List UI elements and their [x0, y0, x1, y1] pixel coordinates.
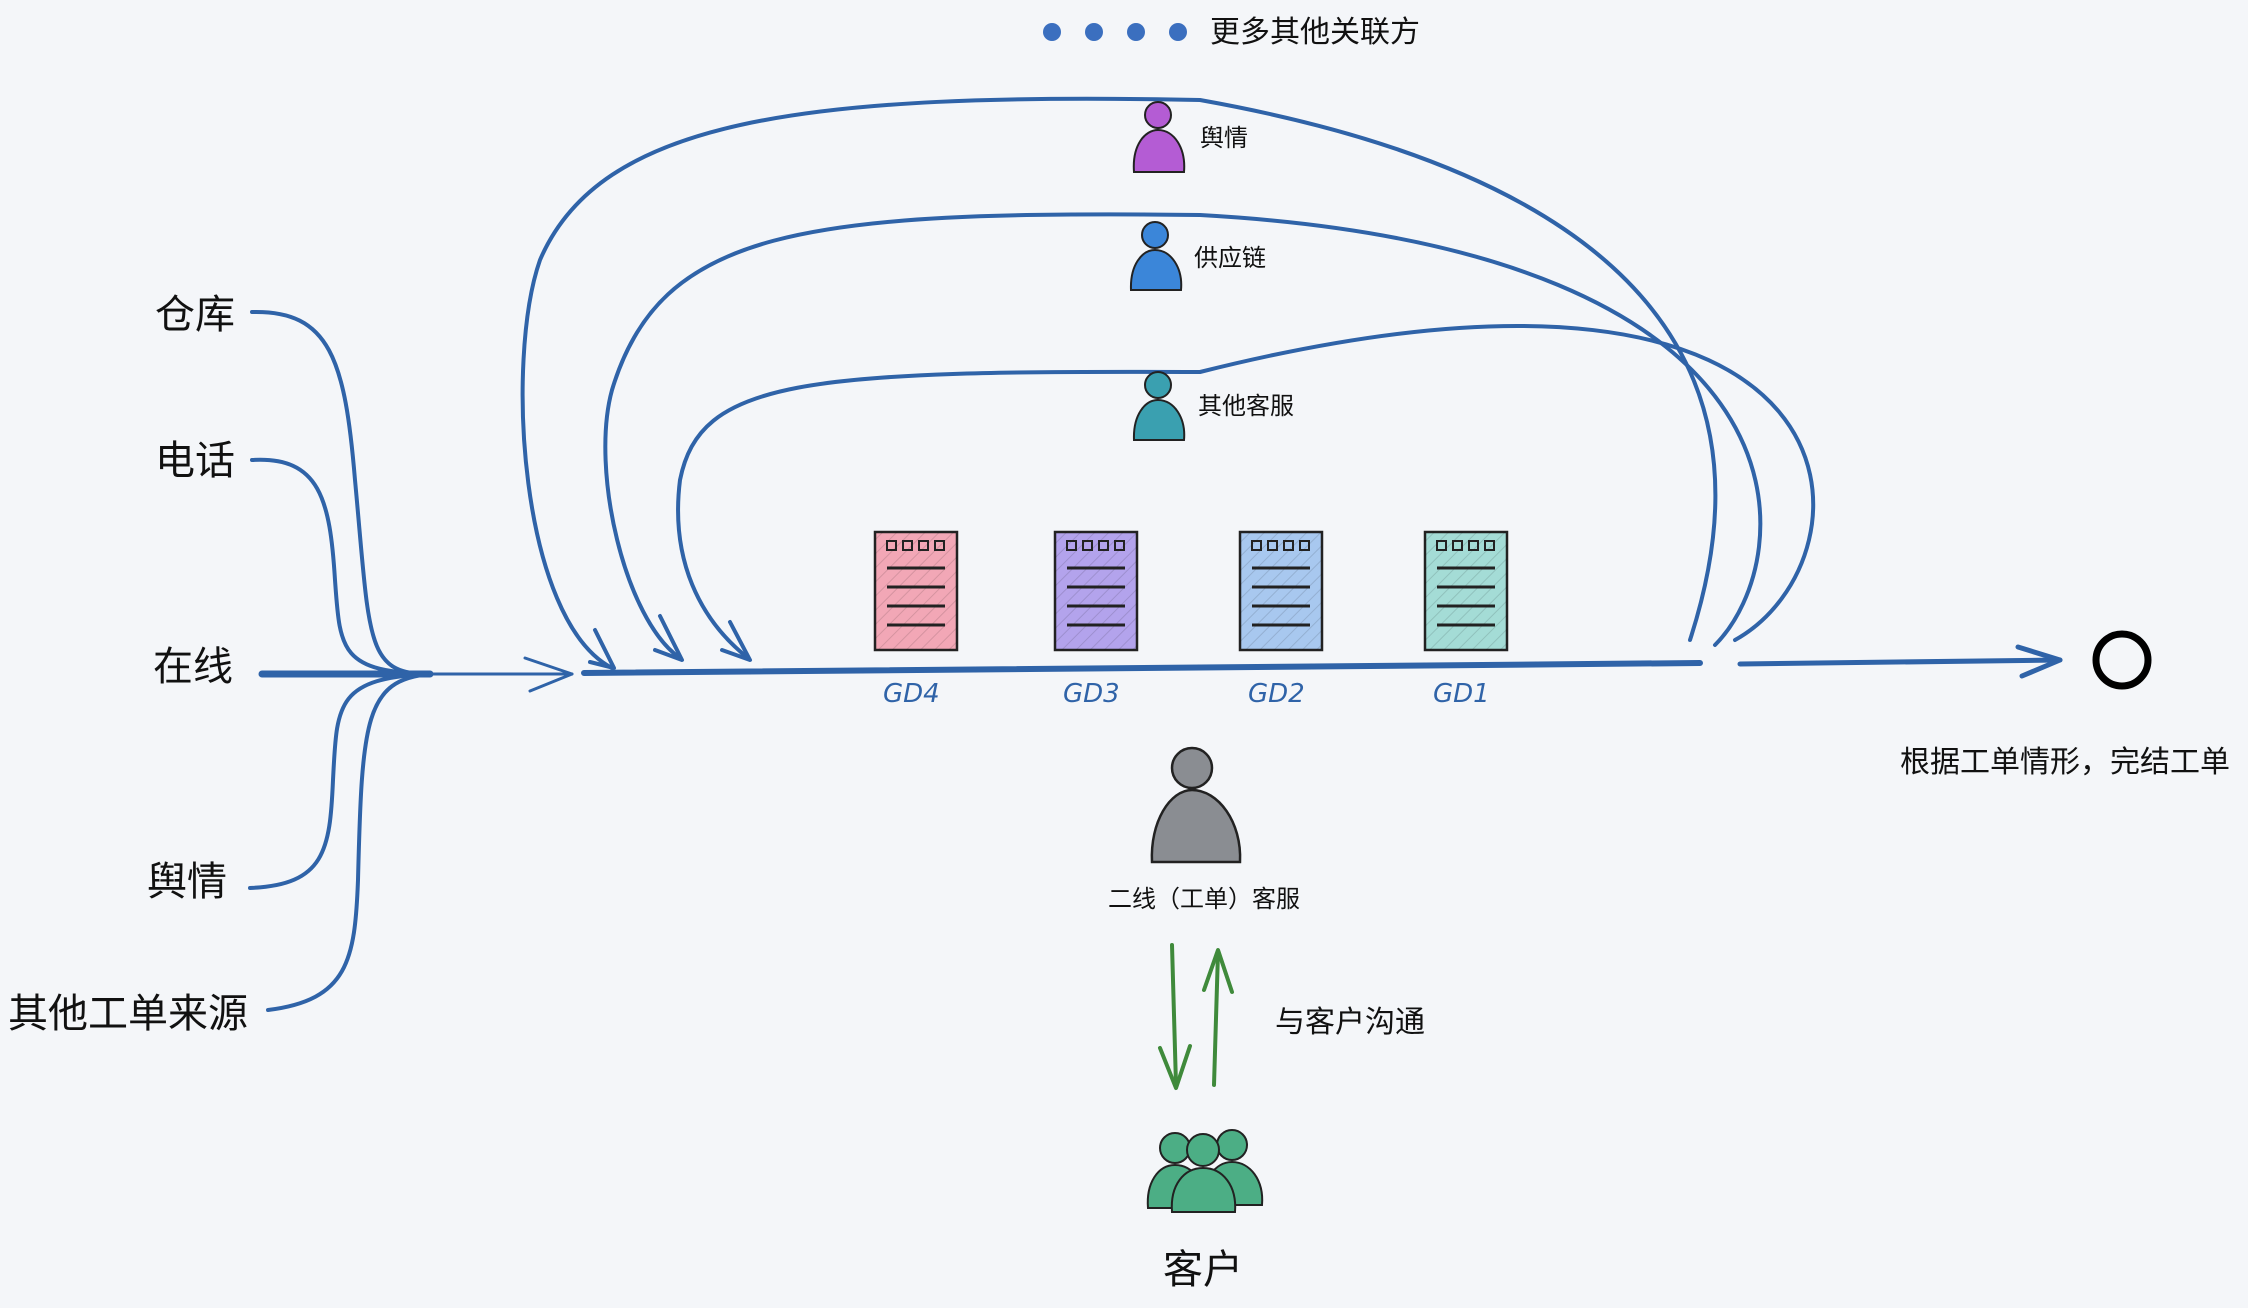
end-label: 根据工单情形，完结工单 — [1900, 745, 2230, 780]
ticket-checkbox — [1299, 540, 1310, 551]
comm-up-line — [1212, 950, 1220, 1087]
source-flow-lines — [248, 309, 574, 1012]
source-online-label: 在线 — [153, 644, 233, 690]
communicate-label: 与客户沟通 — [1275, 1005, 1425, 1040]
ticket-gd3: GD3 — [1053, 530, 1139, 709]
sentiment-curve — [248, 672, 432, 890]
party-supply-head-icon — [1141, 221, 1169, 249]
source-warehouse-label: 仓库 — [155, 292, 235, 338]
ticket-checkbox — [1114, 540, 1125, 551]
ticket-checkbox — [1267, 540, 1278, 551]
more-dot-3 — [1127, 23, 1145, 41]
ticket-checkbox — [1468, 540, 1479, 551]
comm-down-arrowhead — [1158, 1044, 1192, 1090]
ticket-hatch — [1055, 532, 1137, 650]
ticket-hatch — [875, 532, 957, 650]
loop-inner-arrowhead — [720, 620, 752, 662]
ticket-checkbox — [1066, 540, 1077, 551]
ticket-checkbox — [1436, 540, 1447, 551]
ticket-label: GD3 — [1063, 679, 1120, 709]
merge-arrowhead — [523, 656, 574, 693]
party-sentiment: 舆情 — [1132, 101, 1248, 173]
ticket-hatch — [1425, 532, 1507, 650]
ticket-checkbox — [918, 540, 929, 551]
comm-up-arrowhead — [1202, 948, 1234, 994]
source-phone-label: 电话 — [155, 438, 235, 484]
ticket-checkbox — [1251, 540, 1262, 551]
timeline-line — [581, 660, 1703, 676]
more-dot-4 — [1169, 23, 1187, 41]
communication-arrows — [1158, 943, 1234, 1090]
party-other-body-icon — [1132, 398, 1186, 441]
party-supply-chain: 供应链 — [1129, 221, 1266, 291]
end-node-icon — [2092, 630, 2152, 690]
ticket-label: GD4 — [883, 679, 940, 709]
ticket-checkbox — [1098, 540, 1109, 551]
party-supply-chain-label: 供应链 — [1194, 244, 1266, 272]
comm-down-line — [1170, 943, 1178, 1087]
more-dot-2 — [1085, 23, 1103, 41]
agent-head-icon — [1170, 746, 1214, 790]
party-other-head-icon — [1144, 371, 1172, 399]
customer-label: 客户 — [1163, 1247, 1243, 1293]
loop-inner — [676, 324, 1816, 660]
ticket-checkbox — [1484, 540, 1495, 551]
loop-outer-arrowhead — [588, 628, 616, 670]
ticket-checkbox — [1283, 540, 1294, 551]
customer-group-icon — [1146, 1129, 1264, 1213]
phone-curve — [250, 457, 432, 676]
timeline-arrowhead — [2015, 644, 2063, 679]
more-parties-label: 更多其他关联方 — [1210, 15, 1420, 50]
loop-middle — [603, 212, 1763, 660]
timeline-exit-line — [1737, 657, 2063, 667]
related-party-loops — [520, 96, 1816, 670]
agent-figure — [1150, 746, 1242, 864]
ticket-checkbox — [902, 540, 913, 551]
source-sentiment-label: 舆情 — [147, 859, 227, 905]
main-timeline — [581, 644, 2063, 679]
agent-body-icon — [1150, 788, 1242, 864]
party-supply-body-icon — [1129, 248, 1183, 291]
other-source-curve — [266, 672, 432, 1012]
party-sentiment-body-icon — [1132, 128, 1186, 173]
ticket-hatch — [1240, 532, 1322, 650]
ticket-checkbox — [934, 540, 945, 551]
ticket-label: GD1 — [1433, 679, 1490, 709]
ticket-label: GD2 — [1248, 679, 1305, 709]
ticket-checkbox — [886, 540, 897, 551]
ticket-gd1: GD1 — [1423, 530, 1509, 709]
loop-outer — [520, 96, 1718, 670]
more-dot-1 — [1043, 23, 1061, 41]
party-other-service-label: 其他客服 — [1198, 392, 1294, 420]
ticket-checkbox — [1452, 540, 1463, 551]
party-other-service: 其他客服 — [1132, 371, 1294, 441]
ticket-gd2: GD2 — [1238, 530, 1324, 709]
ticket-group: GD4 GD3 GD2 GD1 — [873, 530, 1509, 709]
warehouse-curve — [250, 309, 432, 677]
party-sentiment-head-icon — [1144, 101, 1172, 129]
party-sentiment-label: 舆情 — [1200, 124, 1248, 152]
ticket-checkbox — [1082, 540, 1093, 551]
source-other-label: 其他工单来源 — [8, 991, 248, 1037]
more-parties-group: 更多其他关联方 — [1043, 15, 1420, 50]
loop-middle-arrowhead — [653, 614, 684, 662]
agent-label: 二线（工单）客服 — [1108, 885, 1300, 913]
ticket-gd4: GD4 — [873, 530, 959, 709]
